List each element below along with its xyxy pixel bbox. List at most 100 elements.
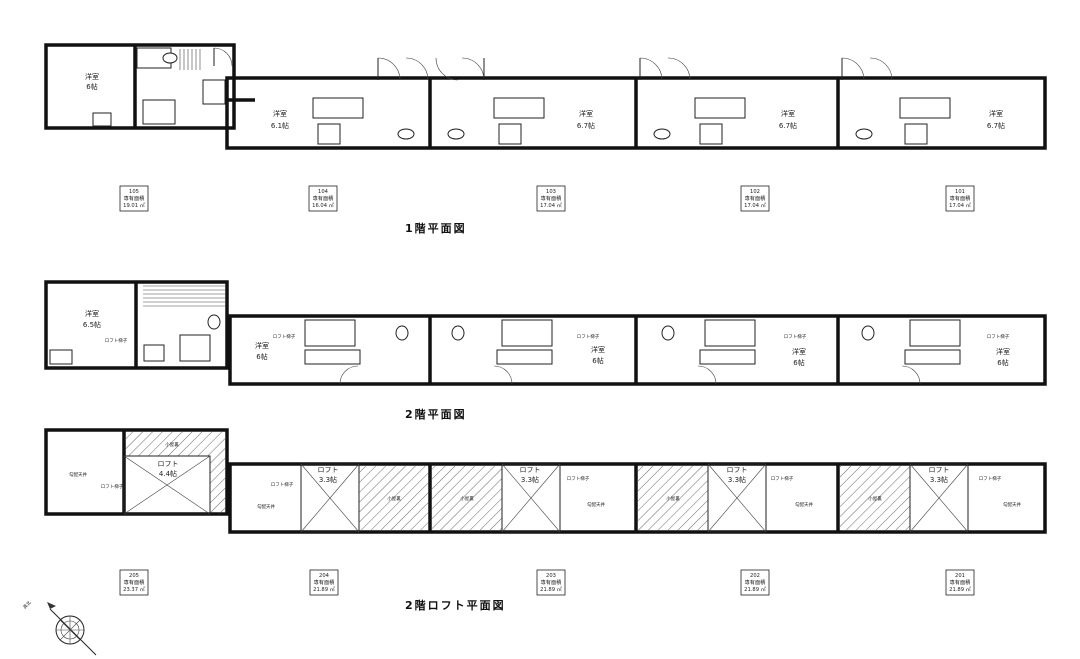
svg-text:101: 101 xyxy=(955,189,965,195)
room-205-name: 洋室 xyxy=(85,309,99,318)
svg-text:ロフト梯子: ロフト梯子 xyxy=(577,333,600,340)
svg-text:203: 203 xyxy=(546,573,556,579)
unit-tag-103: 103 専有面積 17.04 ㎡ xyxy=(536,185,566,212)
unit-tag-105: 105 専有面積 19.01 ㎡ xyxy=(119,185,149,212)
room-103-name: 洋室 xyxy=(579,109,593,118)
unit-104-floor1: 洋室 6.1帖 xyxy=(271,57,429,145)
unit-203-floor2: 洋室 6帖 ロフト梯子 xyxy=(451,319,605,385)
svg-text:ロフト: ロフト xyxy=(520,466,541,474)
loft-title: 2階ロフト平面図 xyxy=(405,598,506,612)
svg-text:小屋裏: 小屋裏 xyxy=(165,441,179,448)
svg-text:3.3帖: 3.3帖 xyxy=(521,475,539,484)
svg-text:専有面積: 専有面積 xyxy=(314,578,336,586)
svg-text:勾配天井: 勾配天井 xyxy=(257,503,275,510)
svg-text:23.37 ㎡: 23.37 ㎡ xyxy=(123,585,145,593)
svg-text:ロフト梯子: ロフト梯子 xyxy=(271,481,294,488)
unit-tag-101: 101 専有面積 17.04 ㎡ xyxy=(945,185,975,212)
loft-203: 小屋裏 ロフト 3.3帖 勾配天井 ロフト梯子 xyxy=(432,463,605,533)
unit-105-floor1: 洋室 6帖 xyxy=(44,43,236,130)
floor1-title: 1階平面図 xyxy=(405,221,467,235)
svg-text:専有面積: 専有面積 xyxy=(124,194,146,202)
room-201-size: 6帖 xyxy=(997,358,1008,367)
svg-text:3.3帖: 3.3帖 xyxy=(728,475,746,484)
stair-105 xyxy=(179,49,201,70)
svg-text:ロフト梯子: ロフト梯子 xyxy=(979,475,1002,482)
unit-tag-203: 203 専有面積 21.89 ㎡ xyxy=(536,569,566,596)
svg-text:専有面積: 専有面積 xyxy=(124,578,146,586)
room-202-size: 6帖 xyxy=(793,358,804,367)
room-201-name: 洋室 xyxy=(996,347,1010,356)
loft-205-label: ロフト xyxy=(158,460,179,468)
svg-text:専有面積: 専有面積 xyxy=(541,578,563,586)
room-102-name: 洋室 xyxy=(781,109,795,118)
svg-text:専有面積: 専有面積 xyxy=(950,578,972,586)
loft-202: 小屋裏 ロフト 3.3帖 勾配天井 ロフト梯子 xyxy=(638,463,813,533)
room-104-name: 洋室 xyxy=(273,109,287,118)
svg-text:専有面積: 専有面積 xyxy=(313,194,335,202)
room-105-size: 6帖 xyxy=(86,82,97,91)
svg-text:ロフト: ロフト xyxy=(727,466,748,474)
room-101-name: 洋室 xyxy=(989,109,1003,118)
loft-205-size: 4.4帖 xyxy=(159,469,177,478)
svg-text:専有面積: 専有面積 xyxy=(745,578,767,586)
room-202-name: 洋室 xyxy=(792,347,806,356)
north-compass-icon: 真北 xyxy=(21,599,97,656)
unit-tag-102: 102 専有面積 17.04 ㎡ xyxy=(740,185,770,212)
loft-204: ロフト 3.3帖 勾配天井 ロフト梯子 小屋裏 xyxy=(257,463,429,533)
room-204-name: 洋室 xyxy=(255,341,269,350)
room-101-size: 6.7帖 xyxy=(987,121,1005,130)
svg-text:勾配天井: 勾配天井 xyxy=(795,501,813,508)
room-203-name: 洋室 xyxy=(591,345,605,354)
svg-text:3.3帖: 3.3帖 xyxy=(930,475,948,484)
unit-tag-204: 204 専有面積 21.89 ㎡ xyxy=(309,569,339,596)
svg-text:21.89 ㎡: 21.89 ㎡ xyxy=(540,585,562,593)
svg-text:勾配天井: 勾配天井 xyxy=(1003,501,1021,508)
unit-tag-104: 104 専有面積 16.04 ㎡ xyxy=(308,185,338,212)
svg-text:205: 205 xyxy=(129,573,139,579)
svg-text:ロフト梯子: ロフト梯子 xyxy=(273,333,296,340)
unit-204-floor2: 洋室 6帖 ロフト梯子 xyxy=(255,319,409,385)
room-204-size: 6帖 xyxy=(256,352,267,361)
unit-tag-205: 205 専有面積 23.37 ㎡ xyxy=(119,569,149,596)
room-102-size: 6.7帖 xyxy=(779,121,797,130)
svg-text:3.3帖: 3.3帖 xyxy=(319,475,337,484)
svg-text:ロフト梯子: ロフト梯子 xyxy=(567,475,590,482)
svg-text:202: 202 xyxy=(750,573,760,579)
floor2-plan: 洋室 6.5帖 ロフト梯子 洋室 6帖 ロフト梯子 洋室 6帖 ロフト梯子 xyxy=(44,280,1047,421)
unit-tag-202: 202 専有面積 21.89 ㎡ xyxy=(740,569,770,596)
svg-text:勾配天井: 勾配天井 xyxy=(69,471,87,478)
room-103-size: 6.7帖 xyxy=(577,121,595,130)
svg-text:小屋裏: 小屋裏 xyxy=(387,495,401,502)
unit-202-floor2: 洋室 6帖 ロフト梯子 xyxy=(661,319,807,385)
north-label: 真北 xyxy=(21,599,33,611)
svg-text:小屋裏: 小屋裏 xyxy=(666,495,680,502)
svg-text:ロフト梯子: ロフト梯子 xyxy=(101,483,124,490)
svg-text:専有面積: 専有面積 xyxy=(541,194,563,202)
room-205-size: 6.5帖 xyxy=(83,320,101,329)
loft-plan: 小屋裏 ロフト 4.4帖 勾配天井 ロフト梯子 ロフト 3.3帖 勾配天井 ロフ… xyxy=(44,428,1047,612)
svg-text:勾配天井: 勾配天井 xyxy=(587,501,605,508)
svg-text:21.89 ㎡: 21.89 ㎡ xyxy=(744,585,766,593)
svg-text:ロフト梯子: ロフト梯子 xyxy=(771,475,794,482)
svg-text:ロフト梯子: ロフト梯子 xyxy=(784,333,807,340)
svg-text:ロフト: ロフト xyxy=(929,466,950,474)
svg-text:17.04 ㎡: 17.04 ㎡ xyxy=(744,201,766,209)
floor2-title: 2階平面図 xyxy=(405,407,467,421)
unit-102-floor1: 洋室 6.7帖 xyxy=(639,57,797,145)
svg-text:204: 204 xyxy=(319,573,330,579)
svg-text:102: 102 xyxy=(750,189,760,195)
unit-205-floor2: 洋室 6.5帖 ロフト梯子 xyxy=(44,280,229,370)
svg-text:小屋裏: 小屋裏 xyxy=(460,495,474,502)
svg-text:ロフト梯子: ロフト梯子 xyxy=(987,333,1010,340)
svg-text:16.04 ㎡: 16.04 ㎡ xyxy=(312,201,334,209)
unit-101-floor1: 洋室 6.7帖 xyxy=(841,57,1005,145)
loft-ladder-205: ロフト梯子 xyxy=(105,337,128,344)
svg-text:21.89 ㎡: 21.89 ㎡ xyxy=(313,585,335,593)
svg-text:201: 201 xyxy=(955,573,965,579)
svg-text:105: 105 xyxy=(129,189,139,195)
loft-201: 小屋裏 ロフト 3.3帖 勾配天井 ロフト梯子 xyxy=(840,463,1021,533)
room-105-name: 洋室 xyxy=(85,72,99,81)
stair-205 xyxy=(143,285,225,307)
svg-text:専有面積: 専有面積 xyxy=(745,194,767,202)
